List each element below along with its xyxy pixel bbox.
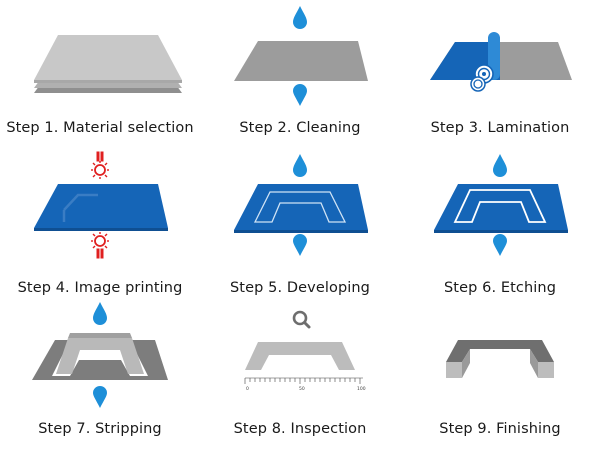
step-2-label: Step 2. Cleaning [239, 120, 361, 136]
step-3: Step 3. Lamination [400, 0, 600, 150]
stripping-illustration [32, 302, 168, 408]
ruler-tick-label: 100 [357, 386, 366, 392]
image-printing-illustration [34, 151, 168, 259]
step-4: Step 4. Image printing [0, 150, 200, 300]
water-drop-icon [293, 6, 307, 29]
step-6: Step 6. Etching [400, 150, 600, 300]
step-8: 0 50 100 Step 8. Inspection [200, 300, 400, 455]
ruler-tick-label: 0 [246, 386, 249, 392]
water-drop-icon [493, 234, 507, 256]
water-drop-icon [293, 234, 307, 256]
step-9-label: Step 9. Finishing [439, 421, 561, 437]
step-9: Step 9. Finishing [400, 300, 600, 455]
etching-illustration [434, 154, 568, 256]
water-drop-icon [493, 154, 507, 177]
cleaning-illustration [234, 6, 368, 106]
step-1: Step 1. Material selection [0, 0, 200, 150]
water-drop-icon [293, 154, 307, 177]
water-drop-icon [93, 302, 107, 325]
magnifier-icon [292, 310, 311, 329]
uv-light-icon [91, 232, 109, 259]
inspection-illustration: 0 50 100 [244, 310, 366, 392]
step-8-label: Step 8. Inspection [233, 421, 367, 437]
finished-part-icon [446, 340, 554, 378]
step-6-label: Step 6. Etching [444, 280, 556, 296]
stacked-sheets-icon [34, 35, 182, 93]
step-2: Step 2. Cleaning [200, 0, 400, 150]
step-7-label: Step 7. Stripping [38, 421, 162, 437]
step-4-label: Step 4. Image printing [17, 280, 183, 296]
step-5-label: Step 5. Developing [230, 280, 370, 296]
water-drop-icon [293, 84, 307, 106]
step-3-label: Step 3. Lamination [430, 120, 570, 136]
developing-illustration [234, 154, 368, 256]
step-5: Step 5. Developing [200, 150, 400, 300]
water-drop-icon [93, 386, 107, 408]
roll-laminate-icon [430, 32, 572, 92]
uv-light-icon [91, 151, 109, 179]
step-7: Step 7. Stripping [0, 300, 200, 455]
ruler [244, 377, 363, 384]
step-1-label: Step 1. Material selection [6, 120, 194, 136]
ruler-tick-label: 50 [299, 386, 305, 392]
